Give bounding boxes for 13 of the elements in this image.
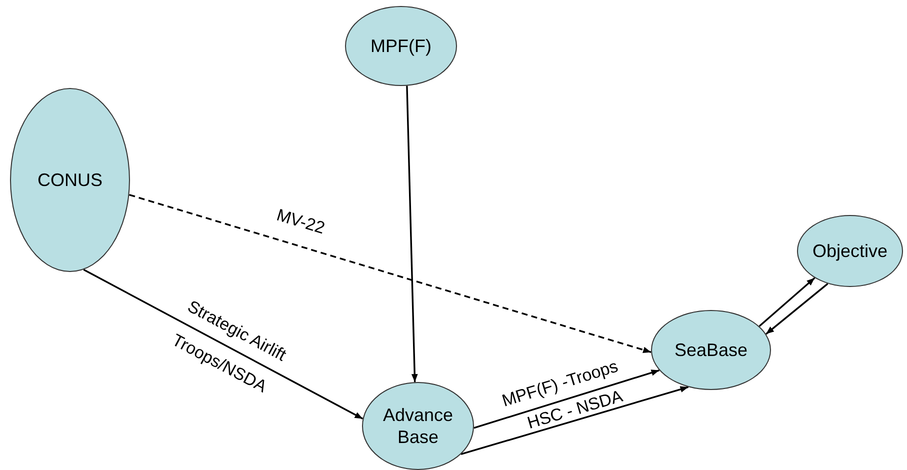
arrow — [474, 369, 660, 429]
node-label: MPF(F) — [370, 34, 432, 58]
arrow — [406, 86, 418, 382]
node-label: Objective — [812, 240, 888, 262]
dashed-arrow — [128, 194, 652, 354]
arrow — [758, 277, 816, 327]
arrow — [460, 386, 689, 456]
node-label: CONUS — [37, 168, 102, 192]
arrow — [83, 268, 364, 420]
edge-label: MV-22 — [274, 205, 326, 239]
node-label: Advance Base — [382, 404, 454, 448]
node-label: SeaBase — [674, 338, 748, 362]
arrow — [766, 283, 828, 335]
